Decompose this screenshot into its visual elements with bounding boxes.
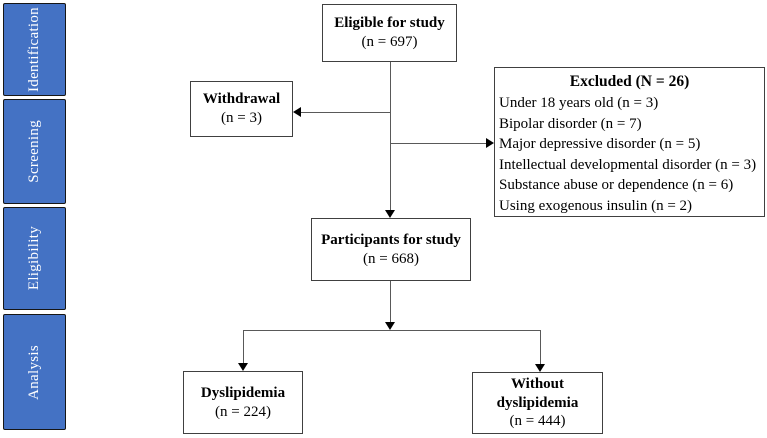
- stage-screening-label: Screening: [26, 120, 42, 183]
- box-without-dyslipidemia-title: Without dyslipidemia: [496, 375, 579, 411]
- connector-participants-to-split: [390, 281, 391, 322]
- excluded-item: Under 18 years old (n = 3): [499, 95, 659, 111]
- connector-to-excluded: [390, 143, 486, 144]
- connector-split-to-without-dyslipidemia: [540, 330, 541, 364]
- box-eligible: Eligible for study (n = 697): [322, 4, 457, 62]
- stage-eligibility-label: Eligibility: [26, 226, 42, 291]
- connector-to-withdrawal: [301, 112, 390, 113]
- connector-split-to-dyslipidemia: [243, 330, 244, 363]
- box-dyslipidemia-count: (n = 224): [215, 403, 271, 420]
- connector-split-horizontal: [243, 330, 541, 331]
- box-participants: Participants for study (n = 668): [311, 218, 471, 281]
- excluded-item: Bipolar disorder (n = 7): [499, 115, 642, 132]
- box-participants-count: (n = 668): [363, 250, 419, 267]
- stage-eligibility: Eligibility: [3, 207, 66, 310]
- box-without-dyslipidemia-count: (n = 444): [509, 413, 566, 430]
- box-excluded-title: Excluded (N = 26): [569, 73, 690, 90]
- excluded-item: Intellectual developmental disorder (n =…: [499, 156, 757, 173]
- box-withdrawal-count: (n = 3): [221, 110, 262, 126]
- stage-identification-label: Identification: [26, 6, 42, 92]
- excluded-item: Major depressive disorder (n = 5): [499, 136, 701, 152]
- stage-identification: Identification: [3, 3, 66, 96]
- arrowhead-to-dyslipidemia-icon: [238, 363, 248, 371]
- box-dyslipidemia: Dyslipidemia (n = 224): [183, 371, 303, 434]
- arrowhead-to-without-dyslipidemia-icon: [535, 364, 545, 372]
- arrowhead-to-withdrawal-icon: [293, 107, 301, 117]
- arrowhead-to-excluded-icon: [486, 138, 494, 148]
- box-withdrawal-title: Withdrawal: [202, 91, 281, 108]
- arrowhead-to-split-icon: [385, 322, 395, 330]
- excluded-item: Substance abuse or dependence (n = 6): [499, 177, 734, 193]
- arrowhead-to-participants-icon: [385, 210, 395, 218]
- stage-screening: Screening: [3, 99, 66, 204]
- box-participants-title: Participants for study: [321, 231, 461, 248]
- connector-eligible-to-participants: [390, 62, 391, 210]
- box-eligible-count: (n = 697): [361, 34, 418, 50]
- box-withdrawal: Withdrawal (n = 3): [190, 81, 293, 137]
- stage-analysis: Analysis: [3, 314, 66, 430]
- stage-analysis-label: Analysis: [26, 344, 42, 400]
- box-without-dyslipidemia: Without dyslipidemia (n = 444): [472, 372, 603, 434]
- box-eligible-title: Eligible for study: [334, 15, 445, 32]
- excluded-item: Using exogenous insulin (n = 2): [499, 197, 693, 214]
- box-dyslipidemia-title: Dyslipidemia: [200, 384, 286, 401]
- box-excluded: Excluded (N = 26) Under 18 years old (n …: [494, 67, 765, 217]
